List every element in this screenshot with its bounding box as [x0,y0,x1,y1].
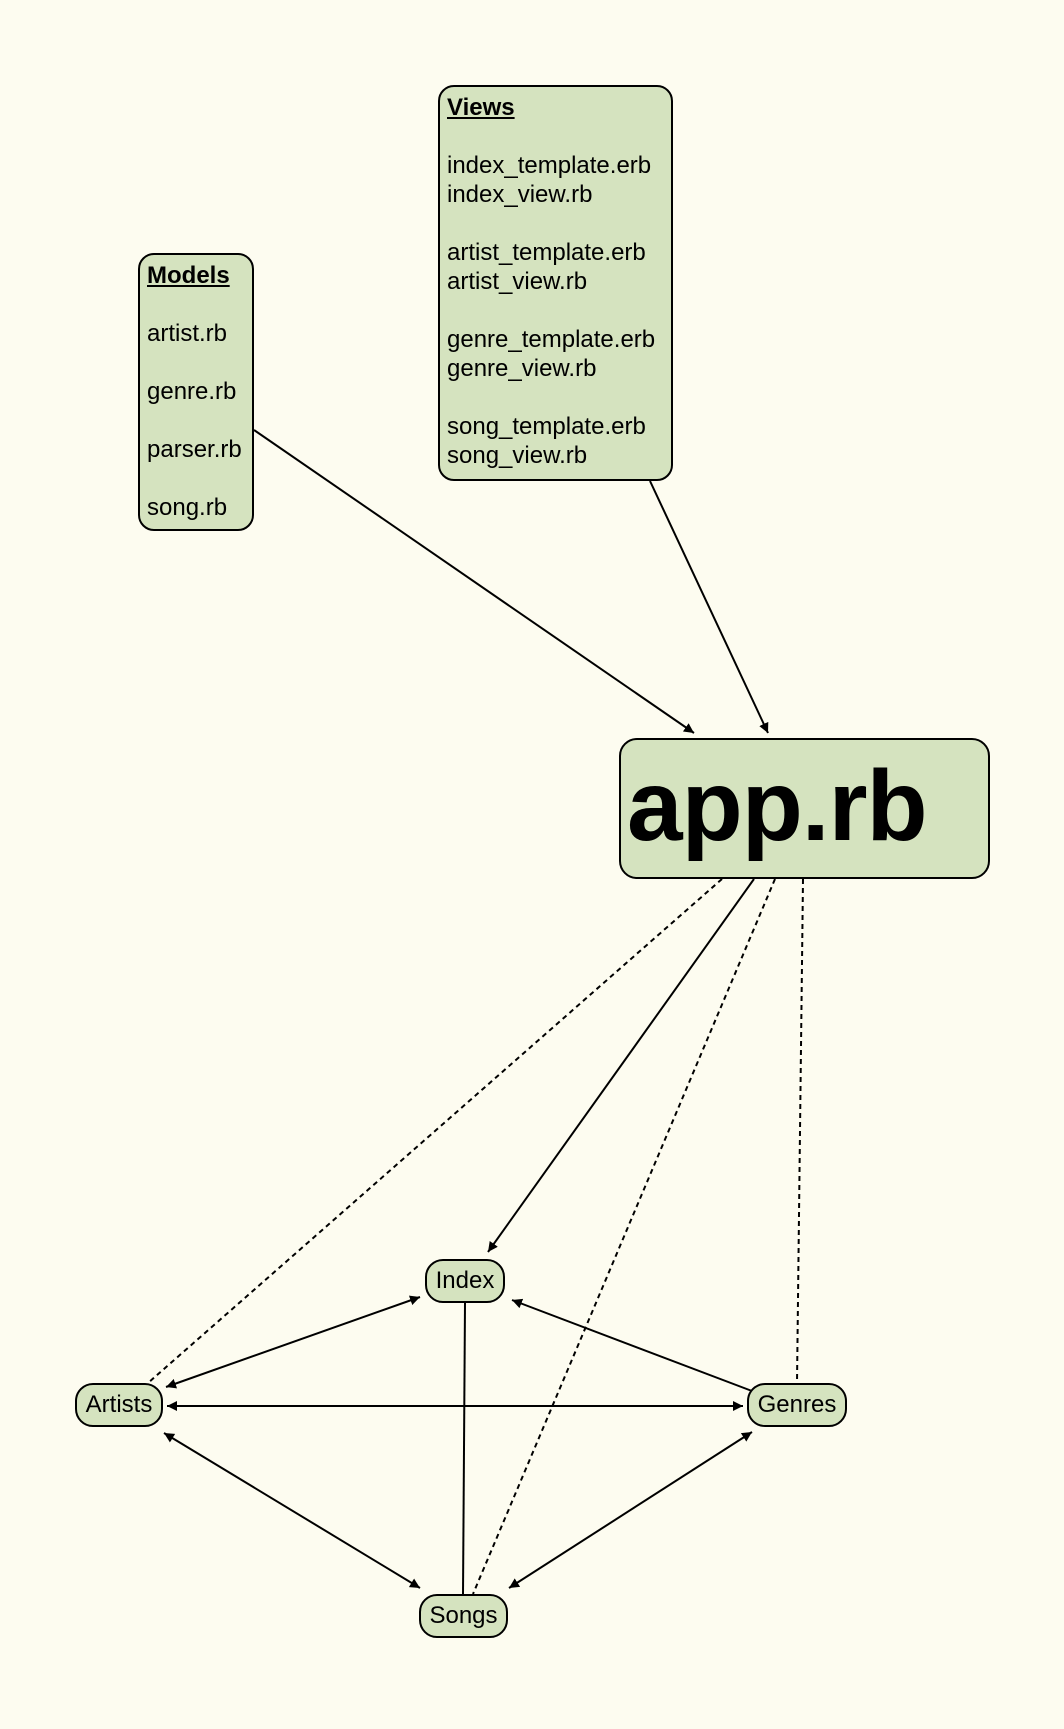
edge-genres-songs [508,1431,753,1589]
edge-app-index [487,878,755,1253]
edge-artists-songs [163,1432,421,1589]
edge-views-app [649,480,769,734]
edge-models-app [253,429,695,734]
view-file: index_view.rb [447,181,593,208]
model-file: artist.rb [147,320,228,347]
edge-genres-index [511,1298,753,1392]
models-node: Models artist.rb genre.rb parser.rb song… [138,253,254,531]
views-heading: Views [447,94,515,121]
view-file: artist_view.rb [447,268,588,295]
edge-index-artists [165,1295,421,1389]
view-file: artist_template.erb [447,239,646,266]
app-label: app.rb [627,750,928,862]
edge-app-songs [472,878,776,1595]
artists-node: Artists [75,1383,163,1427]
view-file: index_template.erb [447,152,652,179]
view-file: song_template.erb [447,413,646,440]
edge-index-songs [462,1302,466,1595]
model-file: song.rb [147,494,228,521]
view-file: genre_template.erb [447,326,656,353]
songs-node: Songs [419,1594,508,1638]
edge-app-genres [796,878,804,1384]
model-file: parser.rb [147,436,242,463]
edge-app-artists [147,878,723,1384]
view-file: song_view.rb [447,442,588,469]
app-node: app.rb [619,738,990,879]
views-node: Views index_template.erb index_view.rb a… [438,85,673,481]
genres-node: Genres [747,1383,847,1427]
models-heading: Models [147,262,230,289]
model-file: genre.rb [147,378,237,405]
index-node: Index [425,1259,505,1303]
view-file: genre_view.rb [447,355,597,382]
